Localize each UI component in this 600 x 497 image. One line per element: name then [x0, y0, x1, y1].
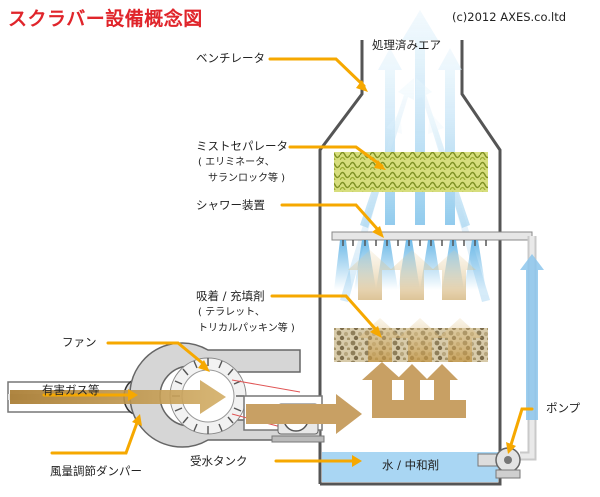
- recirculation-pipe: [520, 236, 544, 461]
- label-absorbent: 吸着 / 充填剤: [196, 289, 265, 303]
- gas-rising-faint: [348, 250, 476, 300]
- gas-through-packing: [358, 318, 482, 362]
- page-title: スクラバー設備概念図: [8, 8, 203, 30]
- label-absorbent-sub1: ( テラレット、: [198, 307, 265, 318]
- label-damper: 風量調節ダンパー: [50, 464, 142, 478]
- label-harmful-gas: 有害ガス等: [42, 383, 100, 397]
- label-mist-separator: ミストセパレータ: [196, 139, 288, 153]
- label-vent-pipe: ベンチレータ: [196, 51, 265, 65]
- leader-lines: [42, 57, 534, 463]
- gas-horizontal-flow: [10, 380, 362, 434]
- label-mist-separator-sub1: ( エリミネータ、: [198, 157, 275, 168]
- label-treated-air: 処理済みエア: [372, 38, 441, 52]
- label-pump: ポンプ: [546, 401, 581, 415]
- tank-water: [322, 452, 498, 482]
- label-mist-separator-sub2: サランロック等 ): [208, 173, 286, 184]
- label-water: 水 / 中和剤: [382, 458, 440, 472]
- scrubber-tower: [318, 40, 502, 486]
- gas-rising-main: [362, 362, 466, 418]
- label-tank: 受水タンク: [190, 454, 248, 468]
- leader-arrowheads: [128, 80, 516, 467]
- pump: [477, 447, 521, 479]
- copyright: (c)2012 AXES.co.ltd: [452, 10, 567, 24]
- label-shower: シャワー装置: [196, 198, 265, 212]
- tower-wall: [318, 40, 502, 486]
- label-absorbent-sub2: トリカルパッキン等 ): [198, 323, 295, 334]
- mist-separator-pad: [334, 152, 488, 192]
- label-fan: ファン: [62, 335, 97, 349]
